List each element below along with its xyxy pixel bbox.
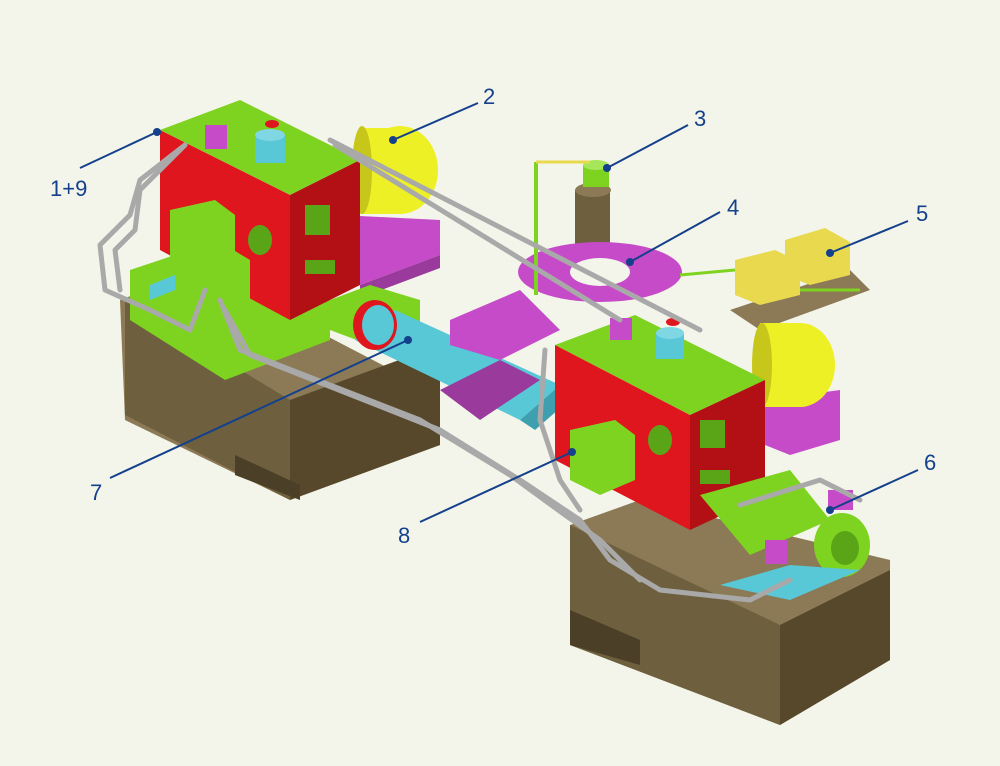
leader-6 bbox=[829, 469, 919, 511]
callout-label-7: 7 bbox=[90, 480, 103, 505]
leader-7 bbox=[109, 339, 409, 479]
leader-5 bbox=[829, 220, 909, 254]
callout-label-8: 8 bbox=[398, 523, 411, 548]
callout-dots bbox=[153, 128, 834, 514]
callout-label-5: 5 bbox=[916, 201, 929, 226]
callout-label-4: 4 bbox=[727, 195, 740, 220]
crosshead bbox=[440, 160, 682, 420]
callout-label-2: 2 bbox=[483, 84, 496, 109]
accessory-unit bbox=[679, 228, 870, 330]
leader-4 bbox=[629, 211, 721, 263]
leader-8 bbox=[419, 451, 573, 523]
right-foundation bbox=[570, 500, 890, 725]
callout-label-6: 6 bbox=[924, 450, 937, 475]
left-stand bbox=[130, 100, 440, 380]
right-stand bbox=[555, 315, 870, 600]
leader-1-9 bbox=[79, 131, 158, 169]
callout-label-1-9: 1+9 bbox=[50, 176, 88, 201]
callout-label-3: 3 bbox=[694, 106, 707, 131]
leader-3 bbox=[606, 124, 689, 169]
leader-2 bbox=[392, 102, 479, 141]
callout-leaders bbox=[79, 102, 919, 523]
pipework bbox=[97, 137, 863, 603]
